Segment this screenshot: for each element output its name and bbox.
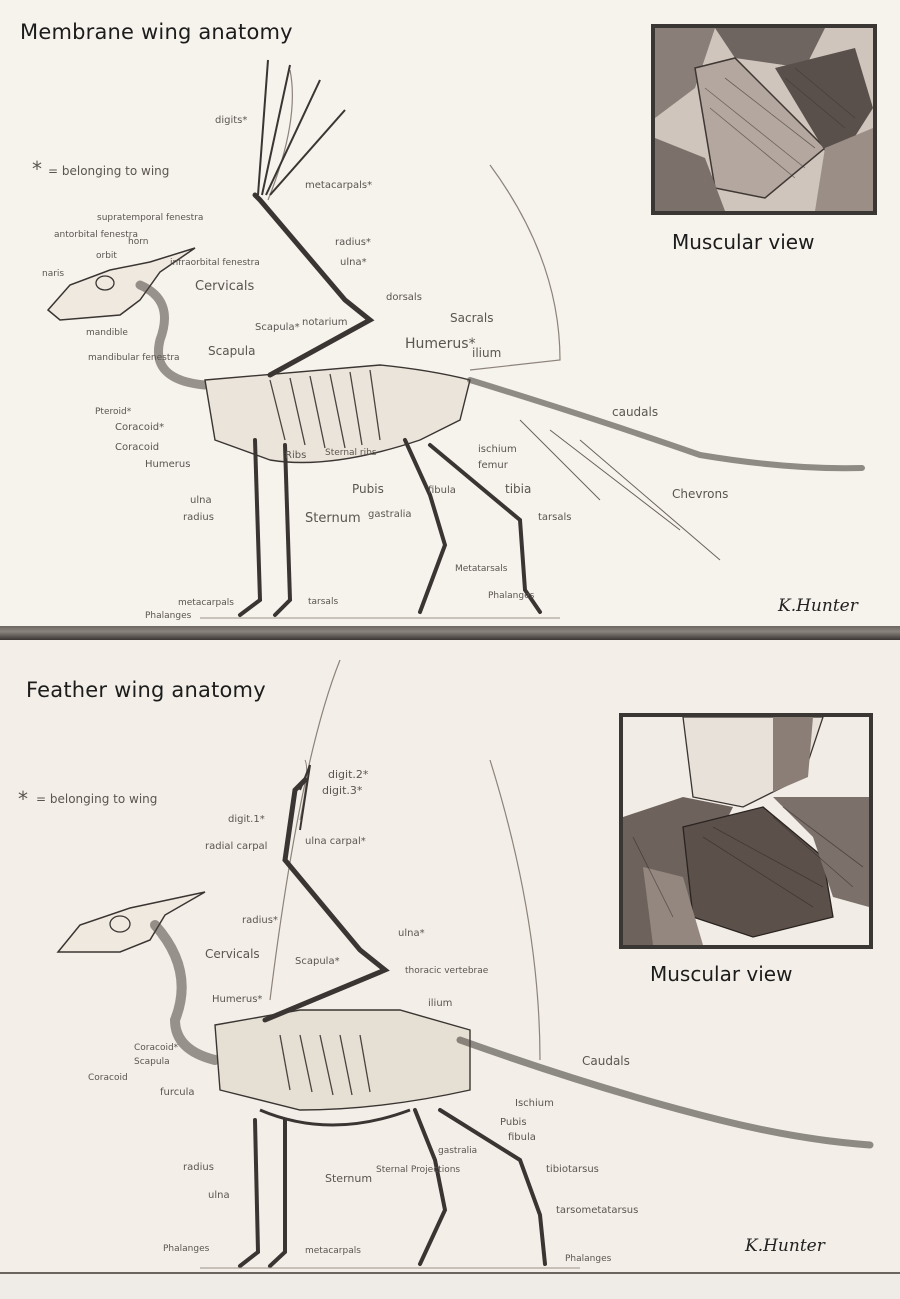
label-pteroid: Pteroid* xyxy=(95,407,132,417)
label-horn: horn xyxy=(128,237,148,247)
label-humerus: Humerus xyxy=(145,459,190,470)
label-digits: digits* xyxy=(215,115,247,126)
label-scapula-wing: Scapula* xyxy=(295,956,340,967)
label-furcula: furcula xyxy=(160,1087,195,1098)
inset-caption: Muscular view xyxy=(672,230,815,254)
label-metatarsals: Metatarsals xyxy=(455,564,508,574)
legend-text: = belonging to wing xyxy=(36,792,157,806)
label-phalanges-hind: Phalanges xyxy=(488,591,535,601)
label-scapula: Scapula xyxy=(134,1057,170,1067)
label-ulna-wing: ulna* xyxy=(340,257,367,268)
muscular-view-inset xyxy=(619,713,873,949)
muscle-sketch-icon xyxy=(623,717,869,945)
label-pubis: Pubis xyxy=(500,1117,527,1128)
label-sternal-projections: Sternal Projections xyxy=(376,1165,460,1175)
label-cervicals: Cervicals xyxy=(195,279,254,294)
label-ilium: ilium xyxy=(472,346,501,360)
label-fibula: fibula xyxy=(508,1132,536,1143)
label-radial-carpal: radial carpal xyxy=(205,841,267,852)
label-ulna: ulna xyxy=(190,495,212,506)
label-caudals: caudals xyxy=(612,405,658,419)
label-coracoid-wing: Coracoid* xyxy=(115,422,164,433)
label-fibula: fibula xyxy=(428,485,456,496)
panel-title: Feather wing anatomy xyxy=(26,678,266,702)
label-metacarpals-wing: metacarpals* xyxy=(305,180,372,191)
label-supratemporal: supratemporal fenestra xyxy=(97,213,203,223)
label-caudals: Caudals xyxy=(582,1054,630,1068)
asterisk-icon: * xyxy=(18,787,28,811)
signature: K.Hunter xyxy=(778,596,858,616)
label-chevrons: Chevrons xyxy=(672,487,728,501)
label-thoracic: thoracic vertebrae xyxy=(405,966,489,976)
label-mandibular: mandibular fenestra xyxy=(88,353,180,363)
membrane-skeleton-diagram: * = belonging to wing digits* metacarpal… xyxy=(32,59,865,621)
muscular-view-inset xyxy=(651,24,877,215)
label-phalanges: Phalanges xyxy=(163,1244,210,1254)
label-cervicals: Cervicals xyxy=(205,947,260,961)
paper-bottom-edge xyxy=(0,1272,900,1299)
label-scapula-wing: Scapula* xyxy=(255,322,300,333)
label-sacrals: Sacrals xyxy=(450,311,493,325)
label-orbit: orbit xyxy=(96,251,117,261)
label-coracoid: Coracoid xyxy=(115,442,159,453)
label-infraorbital: infraorbital fenestra xyxy=(170,258,260,268)
label-digit2: digit.2* xyxy=(328,768,369,781)
feather-wing-panel: Feather wing anatomy Muscular view xyxy=(0,640,900,1272)
legend-text: = belonging to wing xyxy=(48,164,169,178)
panel-title: Membrane wing anatomy xyxy=(20,20,293,44)
label-radius: radius xyxy=(183,512,214,523)
label-naris: naris xyxy=(42,269,64,279)
muscle-sketch-icon xyxy=(655,28,873,211)
asterisk-icon: * xyxy=(32,157,42,181)
label-sternal-ribs: Sternal ribs xyxy=(325,448,377,458)
membrane-wing-panel: Membrane wing anatomy Muscular view xyxy=(0,0,900,626)
label-tibiotarsus: tibiotarsus xyxy=(546,1164,599,1175)
label-ulna-wing: ulna* xyxy=(398,928,425,939)
label-digit3: digit.3* xyxy=(322,784,363,797)
label-gastralia: gastralia xyxy=(368,509,412,520)
label-gastralia: gastralia xyxy=(438,1146,477,1156)
label-tarsometatarsus: tarsometatarsus xyxy=(556,1205,638,1216)
label-scapula: Scapula xyxy=(208,344,255,358)
label-tarsals-front: tarsals xyxy=(308,597,338,607)
label-pubis: Pubis xyxy=(352,482,384,496)
inset-caption: Muscular view xyxy=(650,962,793,986)
label-tibia: tibia xyxy=(505,482,531,496)
label-phalanges-hind: Phalanges xyxy=(565,1254,612,1264)
label-ilium: ilium xyxy=(428,998,452,1009)
label-sternum: Sternum xyxy=(325,1172,372,1185)
label-notarium: notarium xyxy=(302,317,347,328)
label-ulna: ulna xyxy=(208,1190,230,1201)
label-sternum: Sternum xyxy=(305,511,361,526)
label-ischium: ischium xyxy=(478,444,517,455)
label-antorbital: antorbital fenestra xyxy=(54,230,138,240)
label-metacarpals: metacarpals xyxy=(178,598,234,608)
label-dorsals: dorsals xyxy=(386,292,422,303)
label-metacarpals: metacarpals xyxy=(305,1246,361,1256)
panel-divider xyxy=(0,626,900,640)
label-humerus-wing: Humerus* xyxy=(405,336,476,352)
label-ischium: Ischium xyxy=(515,1098,554,1109)
label-coracoid: Coracoid xyxy=(88,1073,128,1083)
label-digit1: digit.1* xyxy=(228,814,265,825)
label-radius: radius xyxy=(183,1162,214,1173)
label-mandible: mandible xyxy=(86,328,128,338)
label-phalanges: Phalanges xyxy=(145,611,192,621)
label-coracoid-wing: Coracoid* xyxy=(134,1043,179,1053)
label-femur: femur xyxy=(478,460,509,471)
label-ribs: Ribs xyxy=(285,450,306,461)
label-tarsals: tarsals xyxy=(538,512,572,523)
feather-skeleton-diagram: * = belonging to wing digit.2* digit.3* … xyxy=(18,659,874,1269)
label-radius-wing: radius* xyxy=(242,915,278,926)
label-ulna-carpal: ulna carpal* xyxy=(305,836,366,847)
label-radius-wing: radius* xyxy=(335,237,371,248)
label-humerus-wing: Humerus* xyxy=(212,994,262,1005)
signature: K.Hunter xyxy=(745,1236,825,1256)
